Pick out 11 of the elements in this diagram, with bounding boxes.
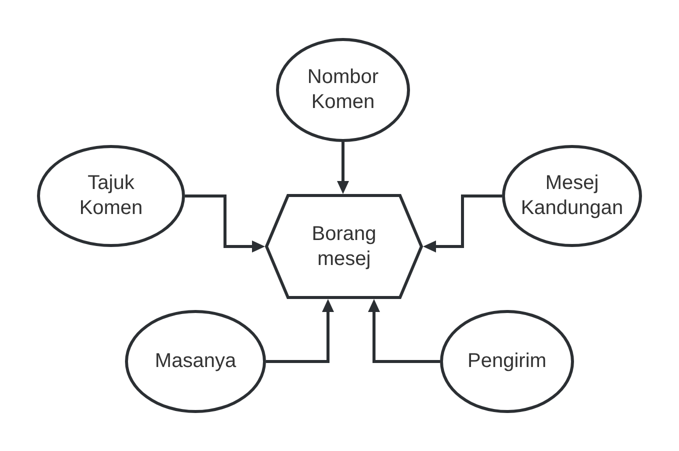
arrow: [185, 194, 265, 252]
node-label: Pengirim: [468, 349, 546, 374]
arrow: [337, 142, 349, 194]
node-label: Nombor Komen: [306, 65, 380, 115]
arrow: [266, 299, 334, 363]
arrow: [368, 299, 440, 363]
node-label: Tajuk Komen: [78, 171, 144, 221]
node-label: Borang mesej: [310, 222, 378, 272]
node-label: Masanya: [154, 349, 236, 374]
node-label: Mesej Kandungan: [520, 171, 624, 221]
arrow: [423, 194, 502, 252]
